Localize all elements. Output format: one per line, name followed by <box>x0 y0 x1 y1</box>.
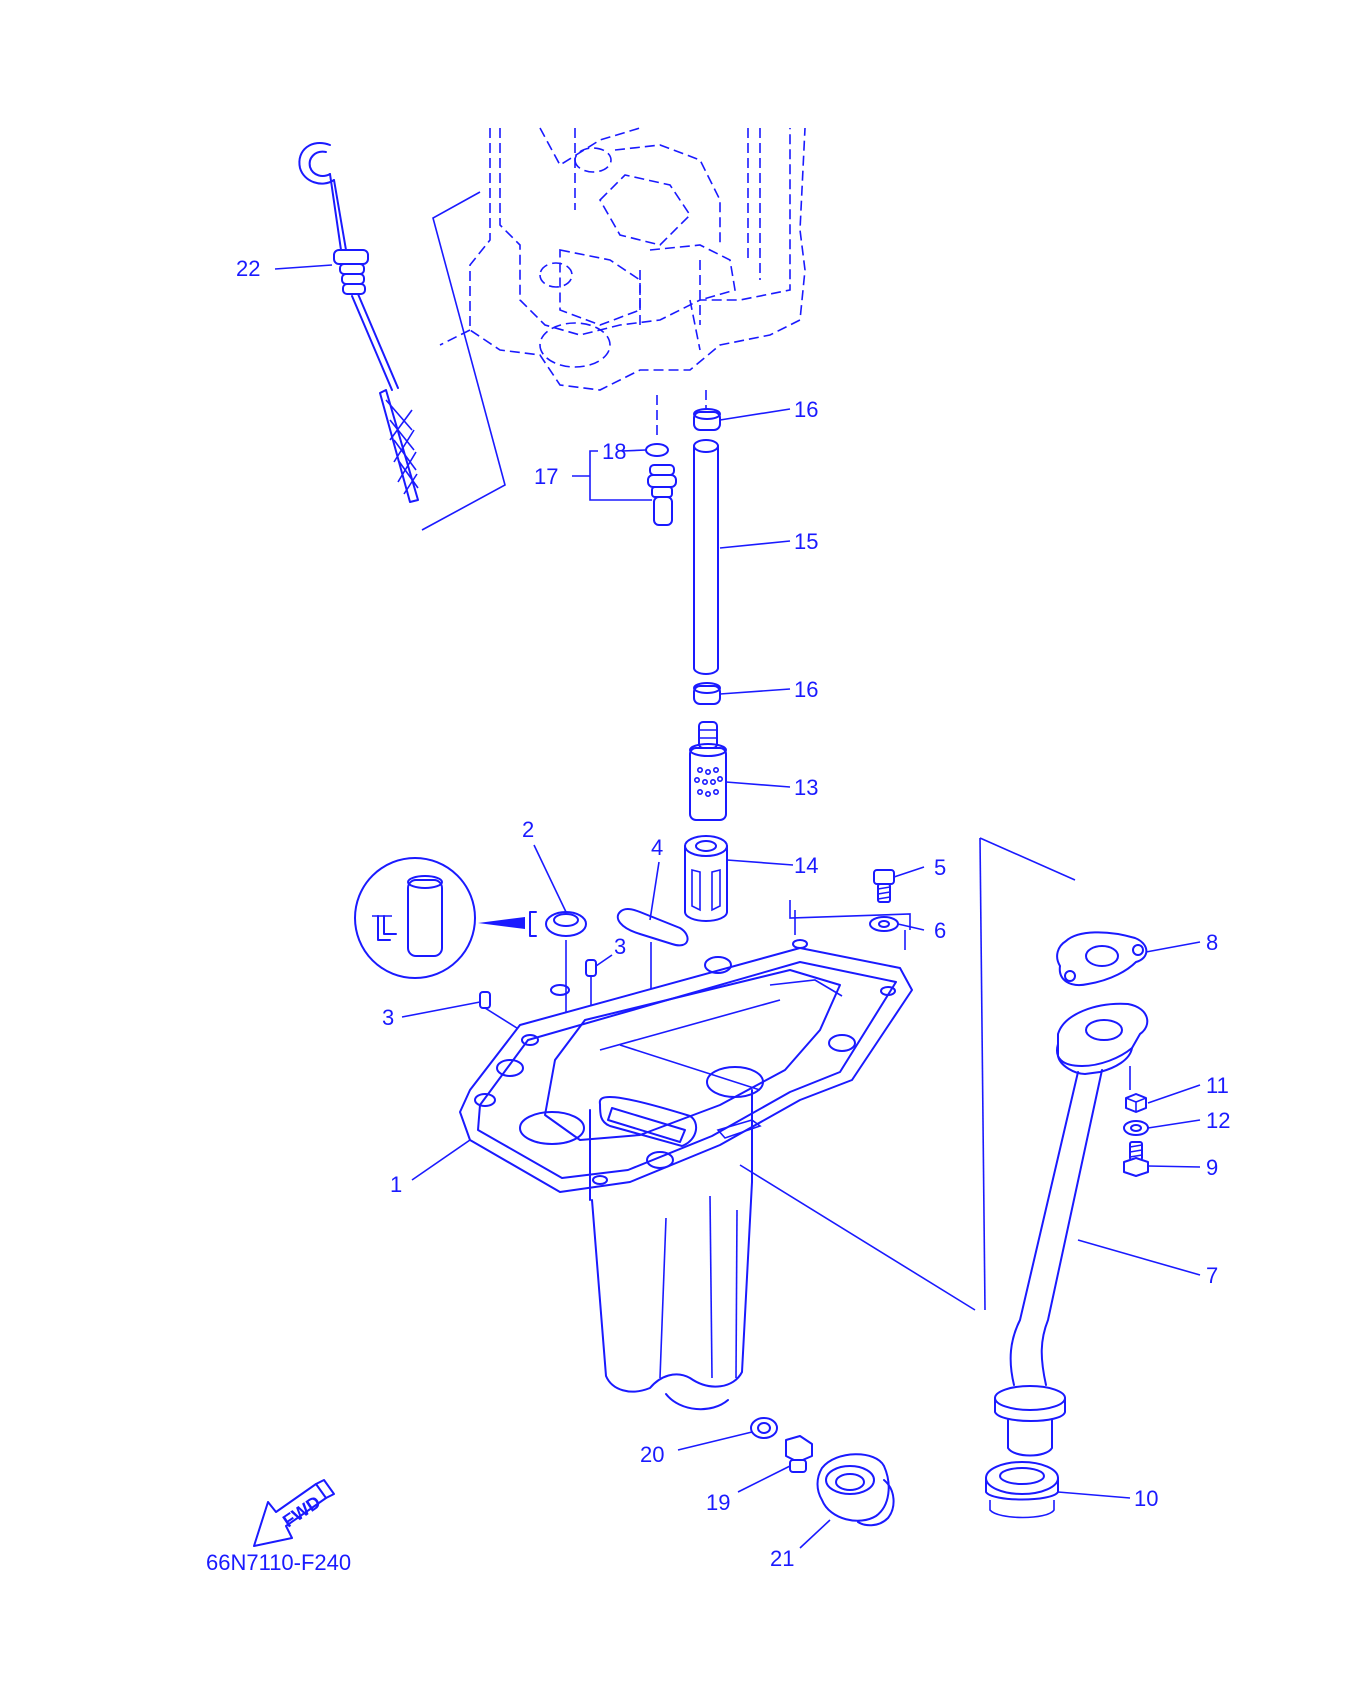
oil-strainer-part-17 <box>645 395 677 526</box>
callout-16-top: 16 <box>794 397 818 422</box>
fwd-arrow-icon: FWD <box>253 1479 335 1547</box>
callout-12: 12 <box>1206 1108 1230 1133</box>
dipstick-part-22 <box>298 142 419 503</box>
callout-7: 7 <box>1206 1263 1218 1288</box>
callout-8: 8 <box>1206 930 1218 955</box>
callout-9: 9 <box>1206 1155 1218 1180</box>
grommet-part-21 <box>816 1453 895 1527</box>
callout-19: 19 <box>706 1490 730 1515</box>
dipstick-guide-lines <box>421 191 506 531</box>
callout-20: 20 <box>640 1442 664 1467</box>
callout-11: 11 <box>1206 1073 1229 1098</box>
washer-part-12 <box>1123 1120 1149 1136</box>
callout-15: 15 <box>794 529 818 554</box>
bolt-part-5 <box>869 869 899 932</box>
upper-casing-part-1 <box>459 939 913 1411</box>
callout-4: 4 <box>651 835 663 860</box>
callout-5: 5 <box>934 855 946 880</box>
exhaust-guide-lines <box>739 837 1076 1311</box>
callout-3-lower: 3 <box>382 1005 394 1030</box>
gasket-part-20 <box>750 1417 778 1439</box>
water-tube-part-15 <box>693 390 721 705</box>
callout-10: 10 <box>1134 1486 1158 1511</box>
bolt-part-9 <box>1123 1141 1149 1177</box>
water-pipe-part-7 <box>994 1002 1149 1457</box>
diagram-code: 66N7110-F240 <box>206 1550 351 1575</box>
engine-block-phantom <box>439 127 806 391</box>
callout-1: 1 <box>390 1172 402 1197</box>
detail-inset <box>354 857 537 979</box>
leader-lines <box>274 264 1201 1549</box>
callout-13: 13 <box>794 775 818 800</box>
filter-case-part-14 <box>684 835 728 922</box>
filter-part-13 <box>689 721 727 821</box>
nut-part-11 <box>1125 1093 1147 1113</box>
callout-numbers: 22 16 18 17 15 16 13 14 2 4 5 6 8 3 3 11… <box>236 256 1230 1571</box>
callout-18: 18 <box>602 439 626 464</box>
callout-3-upper: 3 <box>614 934 626 959</box>
callout-17: 17 <box>534 464 558 489</box>
callout-2: 2 <box>522 817 534 842</box>
callout-6: 6 <box>934 918 946 943</box>
grommet-part-10 <box>985 1461 1059 1519</box>
callout-22: 22 <box>236 256 260 281</box>
callout-21: 21 <box>770 1546 794 1571</box>
callout-14: 14 <box>794 853 818 878</box>
gasket-part-8 <box>1056 931 1148 986</box>
callout-16-bottom: 16 <box>794 677 818 702</box>
